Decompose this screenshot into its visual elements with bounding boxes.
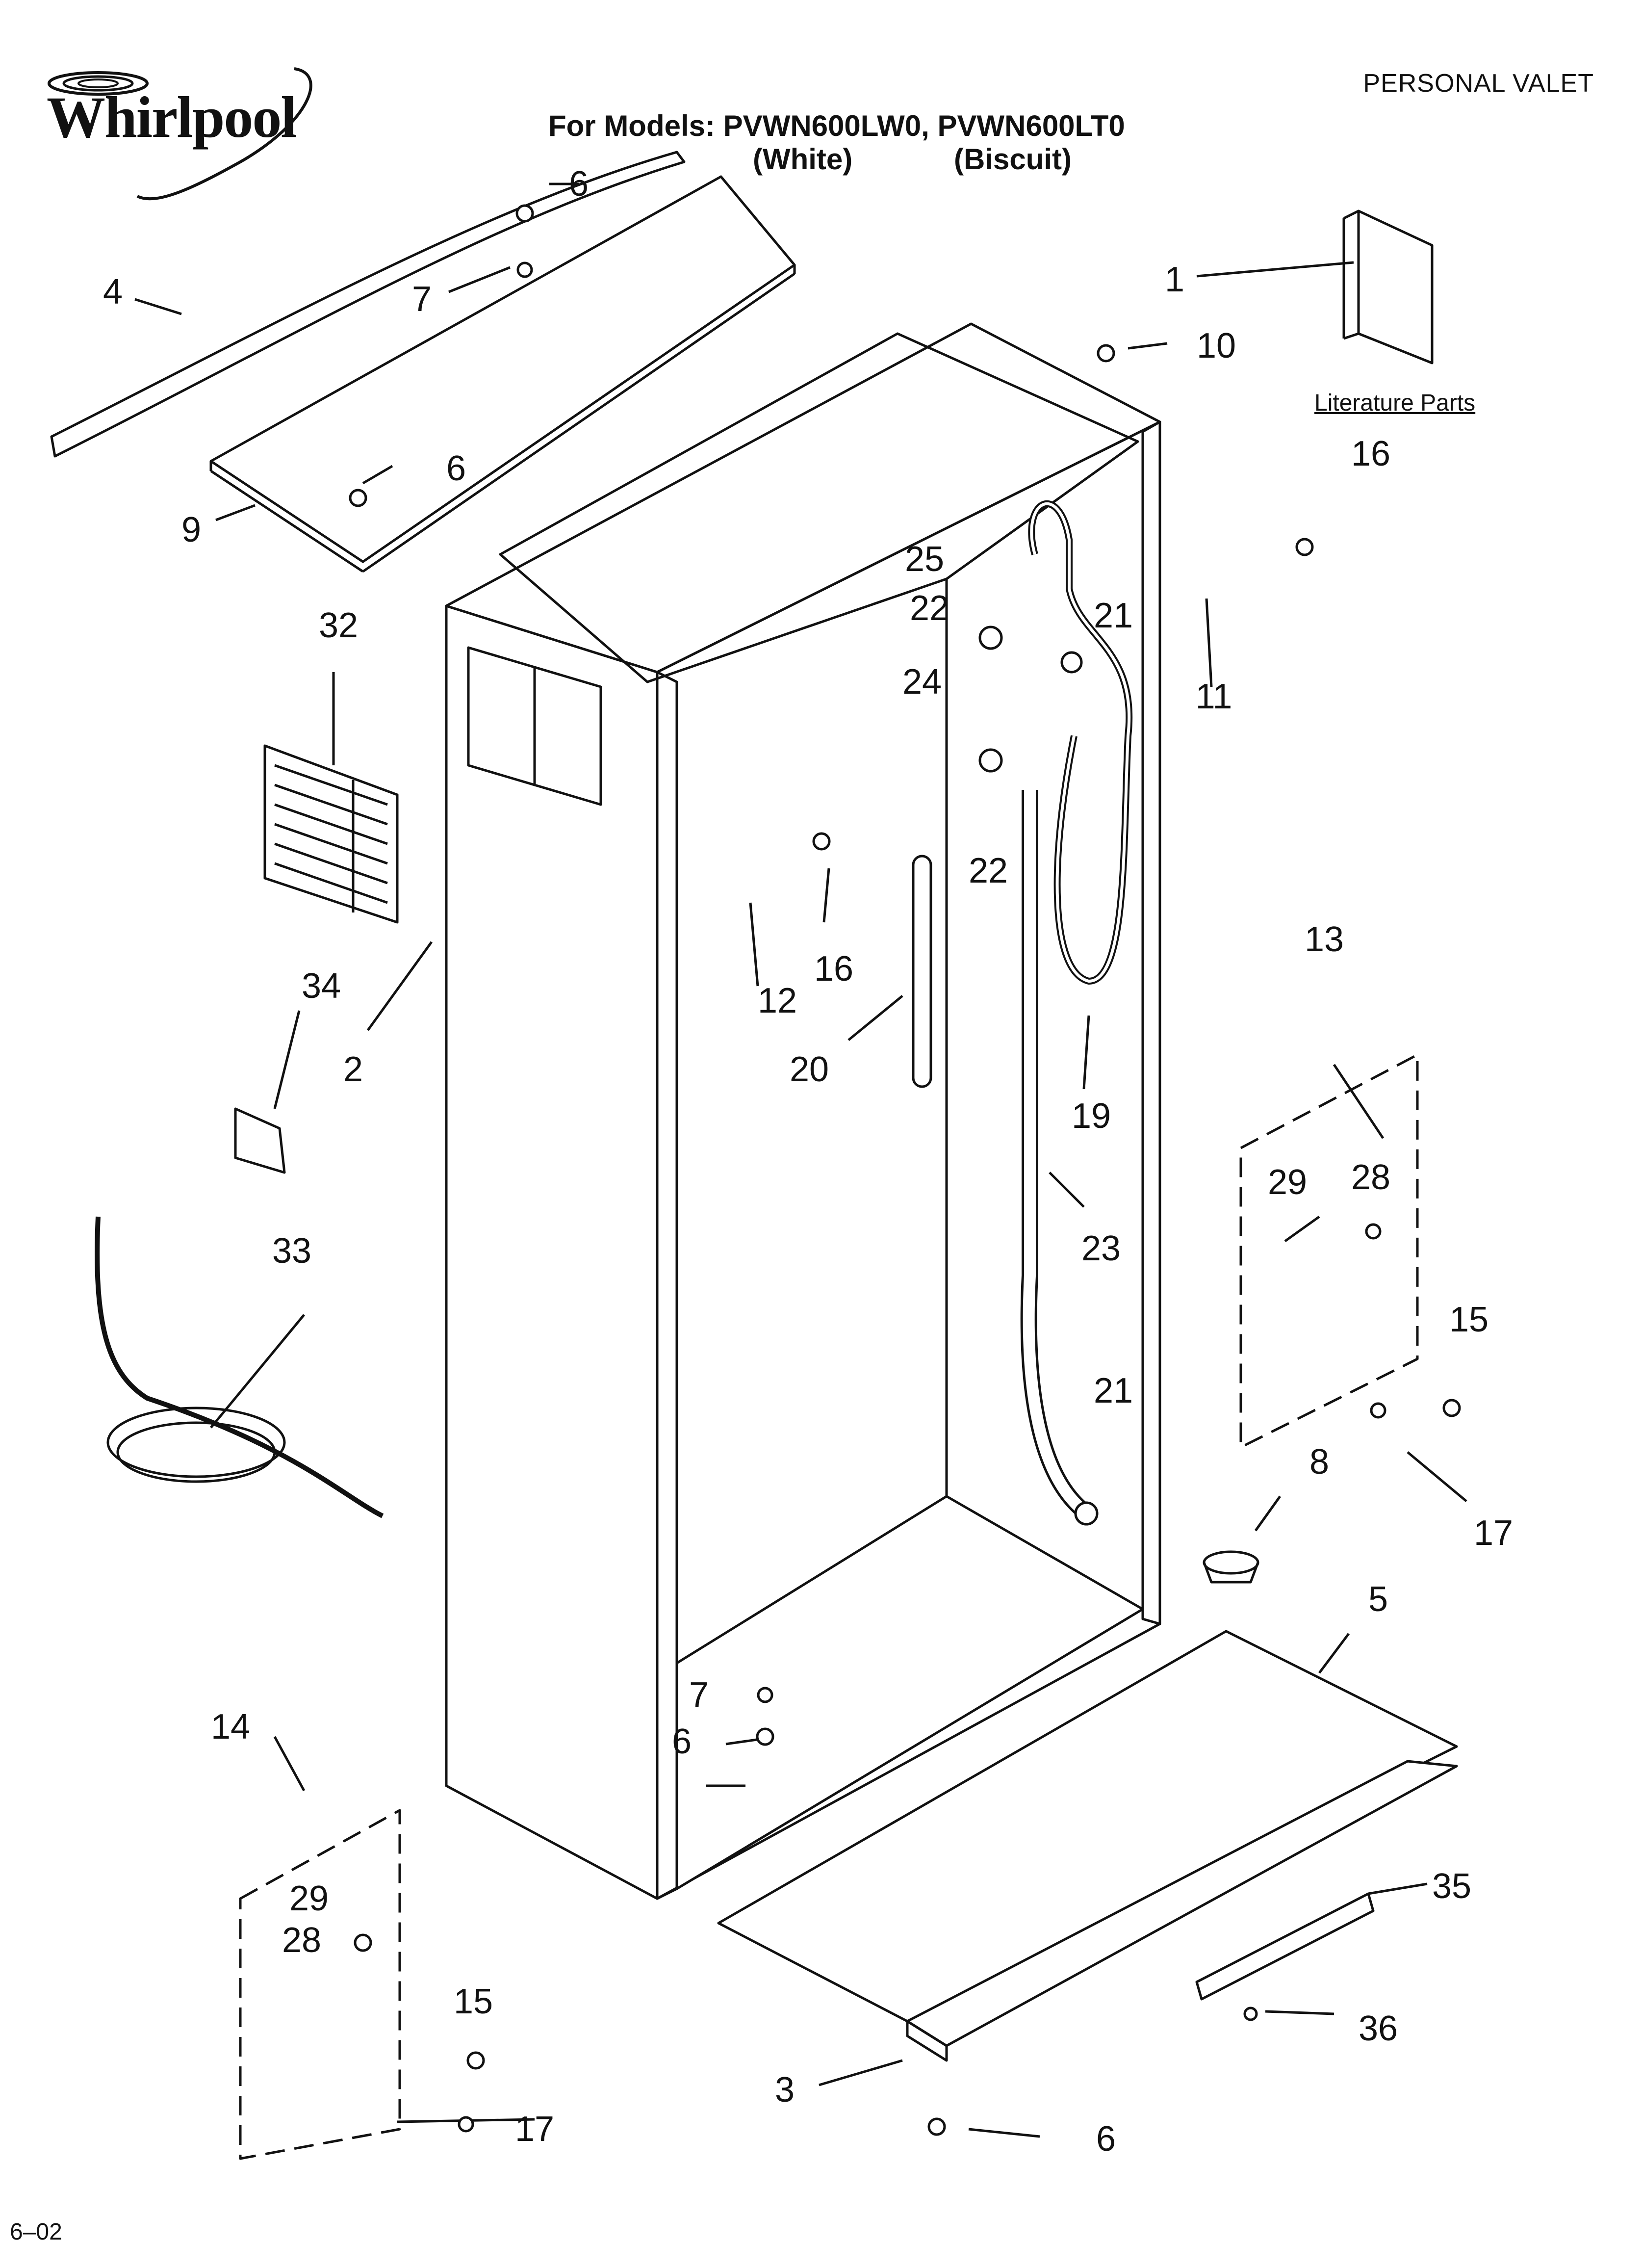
callout-3: 3 bbox=[774, 2070, 795, 2110]
callout-12: 12 bbox=[757, 981, 797, 1020]
callout-22-upper: 22 bbox=[909, 589, 949, 628]
callout-36: 36 bbox=[1358, 2009, 1398, 2048]
callout-19: 19 bbox=[1071, 1096, 1111, 1136]
callout-21-upper: 21 bbox=[1093, 596, 1133, 635]
literature-parts-label: Literature Parts bbox=[1314, 390, 1476, 416]
top-trim-part bbox=[50, 151, 686, 458]
callout-28-lower: 28 bbox=[282, 1921, 322, 1960]
callout-17-lower: 17 bbox=[514, 2110, 555, 2149]
callout-5: 5 bbox=[1368, 1580, 1388, 1619]
callout-16-right: 16 bbox=[1351, 434, 1391, 473]
callout-21-lower: 21 bbox=[1093, 1371, 1133, 1410]
callout-9: 9 bbox=[181, 510, 202, 549]
callout-13: 13 bbox=[1304, 920, 1344, 959]
callout-33: 33 bbox=[272, 1231, 312, 1271]
callout-15-upper: 15 bbox=[1449, 1300, 1489, 1339]
callout-23: 23 bbox=[1081, 1229, 1121, 1268]
callout-15-lower: 15 bbox=[453, 1982, 493, 2021]
literature-parts-icon bbox=[1342, 209, 1434, 365]
callout-7-top: 7 bbox=[411, 280, 432, 319]
power-cord-part bbox=[95, 1216, 384, 1518]
callout-1: 1 bbox=[1164, 260, 1185, 299]
callout-16-left: 16 bbox=[814, 949, 854, 989]
callout-4: 4 bbox=[103, 272, 123, 312]
callout-7-base: 7 bbox=[689, 1675, 709, 1715]
rod-part bbox=[912, 855, 932, 1088]
callout-32: 32 bbox=[318, 606, 359, 645]
callout-11: 11 bbox=[1195, 677, 1232, 716]
callout-29-lower: 29 bbox=[289, 1879, 329, 1918]
cabinet-part bbox=[445, 322, 1161, 1900]
hinge-kit-lower bbox=[239, 1809, 401, 2160]
callout-6-top: 6 bbox=[568, 164, 589, 204]
product-category: PERSONAL VALET bbox=[1363, 69, 1594, 98]
callout-14: 14 bbox=[210, 1707, 251, 1747]
callout-20: 20 bbox=[789, 1050, 829, 1089]
callout-28-upper: 28 bbox=[1351, 1158, 1391, 1197]
fasteners bbox=[349, 204, 1461, 2136]
callout-6-panel: 6 bbox=[446, 449, 466, 488]
vent-grille-part bbox=[263, 744, 399, 924]
callout-10: 10 bbox=[1196, 326, 1236, 365]
callout-2: 2 bbox=[343, 1050, 363, 1089]
variant-white: (White) bbox=[753, 143, 853, 176]
base-panel-part bbox=[717, 1630, 1458, 2023]
callout-34: 34 bbox=[301, 966, 341, 1006]
callout-29-upper: 29 bbox=[1267, 1163, 1308, 1202]
callout-22-lower: 22 bbox=[968, 851, 1008, 890]
hinge-kit-upper bbox=[1239, 1053, 1419, 1449]
variant-biscuit: (Biscuit) bbox=[954, 143, 1072, 176]
callout-8: 8 bbox=[1309, 1442, 1330, 1482]
bracket-part bbox=[1195, 1892, 1375, 2001]
terminal-block-part bbox=[234, 1107, 286, 1174]
footer-code: 6–02 bbox=[10, 2219, 62, 2245]
callout-35: 35 bbox=[1432, 1867, 1472, 1906]
leader-lines bbox=[134, 182, 1467, 2138]
leveler-ring-part bbox=[1203, 1550, 1259, 1575]
hose-part bbox=[1028, 500, 1133, 985]
callout-6-base: 6 bbox=[671, 1722, 692, 1761]
brand-name: Whirlpool bbox=[47, 84, 297, 150]
callout-24: 24 bbox=[902, 662, 942, 702]
callout-25: 25 bbox=[904, 540, 945, 579]
whirlpool-logo-icon bbox=[48, 67, 312, 201]
callout-17-upper: 17 bbox=[1473, 1513, 1514, 1553]
callout-6-kick: 6 bbox=[1096, 2119, 1116, 2159]
models-title: For Models: PVWN600LW0, PVWN600LT0 bbox=[548, 109, 1125, 142]
